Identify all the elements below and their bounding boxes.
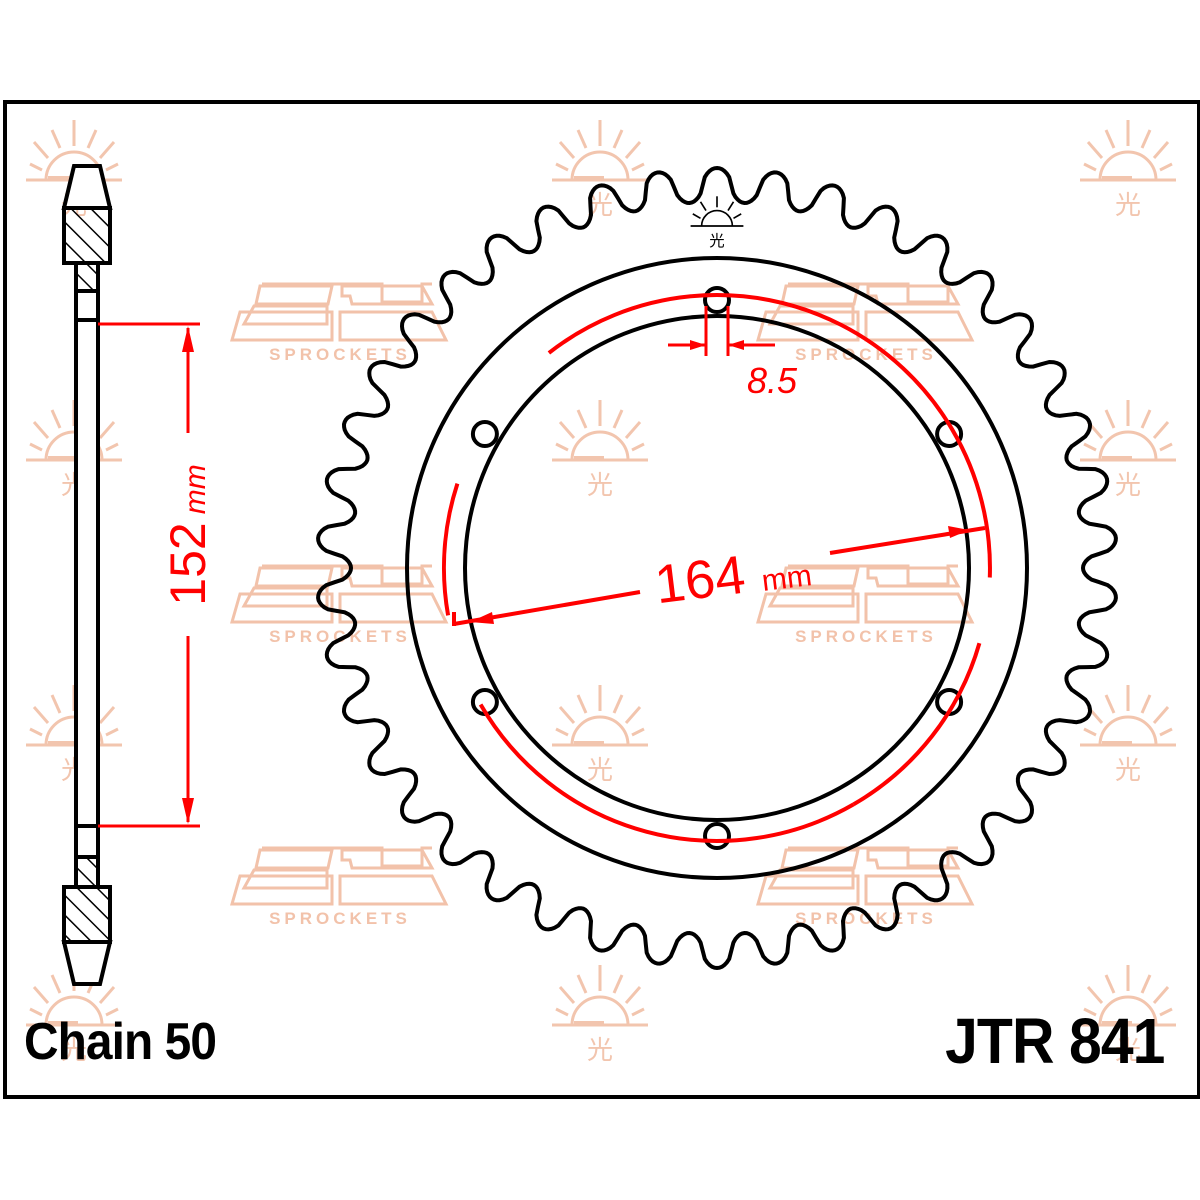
bolt-circle-dimension: [442, 293, 992, 843]
svg-text:光: 光: [709, 232, 724, 250]
hub-height-dimension: 152mm: [98, 322, 216, 828]
center-bore-circle: [463, 314, 971, 822]
outer-rim-circle: [405, 256, 1029, 880]
side-profile-view: [61, 164, 113, 986]
bolt-hole: [470, 420, 499, 448]
svg-text:152mm: 152mm: [160, 464, 216, 605]
chain-size-label: Chain 50: [24, 1013, 217, 1071]
bolt-hole-dimension: [668, 306, 775, 356]
bolt-hole: [703, 822, 731, 850]
svg-text:8.5: 8.5: [747, 360, 798, 401]
svg-text:mm: mm: [760, 559, 814, 598]
svg-text:164: 164: [652, 545, 749, 616]
bolt-hole: [703, 286, 731, 314]
sprocket-teeth-outline: [316, 165, 1118, 971]
jt-sun-logo: 光: [690, 196, 744, 250]
part-number-label: JTR 841: [944, 1005, 1165, 1077]
watermark-jt-logos: [230, 282, 974, 930]
